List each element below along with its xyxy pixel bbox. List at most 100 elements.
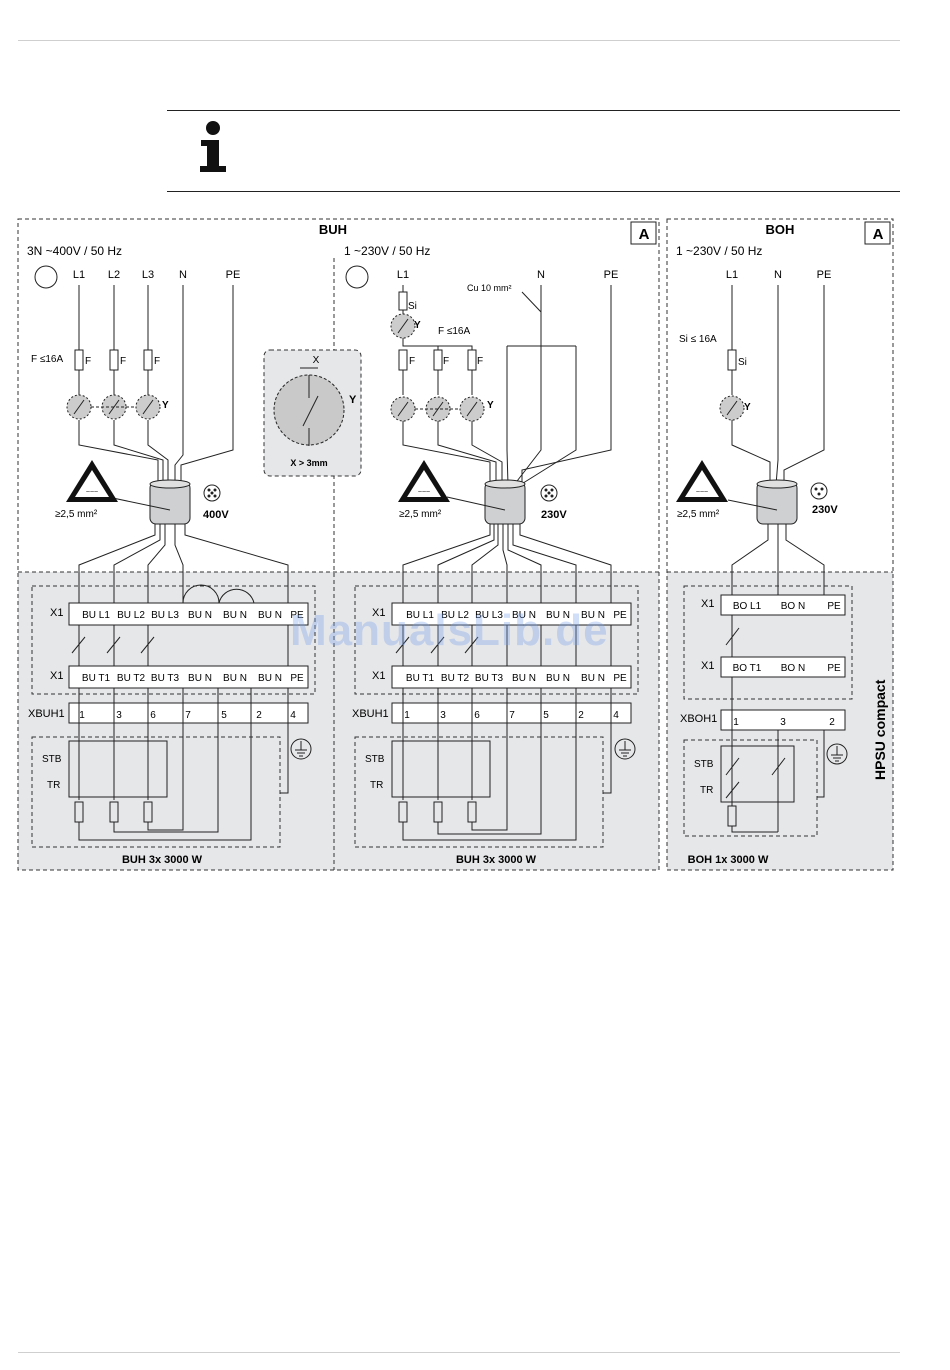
boh-terminal-n: N [774,269,782,281]
right-xbuh1-label: XBUH1 [352,708,389,720]
left-x1-bottom-1: BU T2 [117,673,146,684]
right-si-label: Si [408,301,417,312]
boh-x1-bottom-label: X1 [701,660,714,672]
right-x1-bottom-6: PE [613,673,627,684]
detail-y-label: Y [349,394,357,406]
right-stb-label: STB [365,754,385,765]
left-x1-bottom-6: PE [290,673,304,684]
right-x1-bottom-4: BU N [546,673,570,684]
left-stb-label: STB [42,754,62,765]
right-x1-top-label: X1 [372,607,385,619]
left-x1-bottom-0: BU T1 [82,673,111,684]
boh-xboh1-1: 3 [780,717,786,728]
boh-tr-label: TR [700,785,713,796]
left-caption: BUH 3x 3000 W [122,854,203,866]
left-x1-bottom-5: BU N [258,673,282,684]
left-fuse-label: F ≤16A [31,354,63,365]
left-x1-top-4: BU N [223,610,247,621]
left-terminal-l2: L2 [108,269,120,281]
right-heat-warning-icon: ~~~ [398,460,450,502]
right-cu-label: Cu 10 mm² [467,283,512,293]
left-fuse-letter-2: F [120,356,126,367]
right-xbuh1-1: 3 [440,710,446,721]
right-terminal-n: N [537,269,545,281]
right-x1-top-1: BU L2 [441,610,469,621]
left-connector-icon [203,484,221,502]
buh-corner-label: A [639,226,650,243]
left-xbuh1-4: 5 [221,710,227,721]
boh-stb-label: STB [694,759,714,770]
left-xbuh1-5: 2 [256,710,262,721]
right-cable-cross-section: ≥2,5 mm² [399,509,442,520]
side-label: HPSU compact [872,679,888,780]
left-x1-top-6: PE [290,610,304,621]
svg-text:~~~: ~~~ [86,489,98,496]
right-fuse-letter-2: F [443,356,449,367]
right-switch-letter: Y [487,400,494,411]
left-terminal-l3: L3 [142,269,154,281]
left-x1-top-0: BU L1 [82,610,110,621]
right-x1-bottom-2: BU T3 [475,673,504,684]
right-caption: BUH 3x 3000 W [456,854,537,866]
right-x1-top-4: BU N [546,610,570,621]
boh-heat-warning-icon: ~~~ [676,460,728,502]
footer-rule [18,1352,900,1353]
boh-terminal-pe: PE [817,269,832,281]
boh-x1-bottom-1: BO N [781,663,805,674]
left-heat-warning-icon: ~~~ [66,460,118,502]
buh-right-supply: 1 ~230V / 50 Hz [344,244,430,258]
boh-xboh1-0: 1 [733,717,739,728]
boh-voltage: 230V [812,504,838,516]
buh-right-phase-circle [345,265,369,289]
right-ground-icon [614,738,636,760]
boh-x1-top-2: PE [827,601,841,612]
left-cable-cross-section: ≥2,5 mm² [55,509,98,520]
buh-frame [17,218,660,871]
boh-supply: 1 ~230V / 50 Hz [676,244,762,258]
right-xbuh1-6: 4 [613,710,619,721]
left-terminal-l1: L1 [73,269,85,281]
left-x1-bottom-2: BU T3 [151,673,180,684]
left-x1-top-label: X1 [50,607,63,619]
boh-si-letter: Si [738,357,747,368]
left-tr-label: TR [47,780,60,791]
boh-switch-letter: Y [744,402,751,413]
left-x1-bottom-3: BU N [188,673,212,684]
right-fuse-letter-3: F [477,356,483,367]
boh-corner-label: A [873,226,884,243]
boh-x1-top-0: BO L1 [733,601,762,612]
left-x1-top-5: BU N [258,610,282,621]
right-xbuh1-3: 7 [509,710,515,721]
boh-caption: BOH 1x 3000 W [688,854,769,866]
boh-x1-top-label: X1 [701,598,714,610]
right-fuse-label: F ≤16A [438,326,470,337]
right-connector-icon [540,484,558,502]
left-xbuh1-label: XBUH1 [28,708,65,720]
boh-xboh1-2: 2 [829,717,835,728]
left-terminal-n: N [179,269,187,281]
right-x1-bottom-5: BU N [581,673,605,684]
left-x1-top-1: BU L2 [117,610,145,621]
left-x1-bottom-label: X1 [50,670,63,682]
right-xbuh1-5: 2 [578,710,584,721]
left-switch-letter: Y [162,400,169,411]
buh-left-phase-circle [34,265,58,289]
left-x1-bottom-4: BU N [223,673,247,684]
right-voltage: 230V [541,509,567,521]
right-x1-bottom-label: X1 [372,670,385,682]
left-xbuh1-3: 7 [185,710,191,721]
left-voltage: 400V [203,509,229,521]
right-xbuh1-0: 1 [404,710,410,721]
right-x1-top-3: BU N [512,610,536,621]
right-x1-top-5: BU N [581,610,605,621]
buh-title: BUH [319,222,347,237]
left-fuse-letter-1: F [85,356,91,367]
left-ground-icon [290,738,312,760]
boh-title: BOH [766,222,795,237]
right-switch-letter-top: Y [414,320,421,331]
boh-x1-top-1: BO N [781,601,805,612]
right-x1-top-6: PE [613,610,627,621]
info-icon [200,121,226,172]
right-terminal-pe: PE [604,269,619,281]
boh-xboh1-label: XBOH1 [680,713,717,725]
